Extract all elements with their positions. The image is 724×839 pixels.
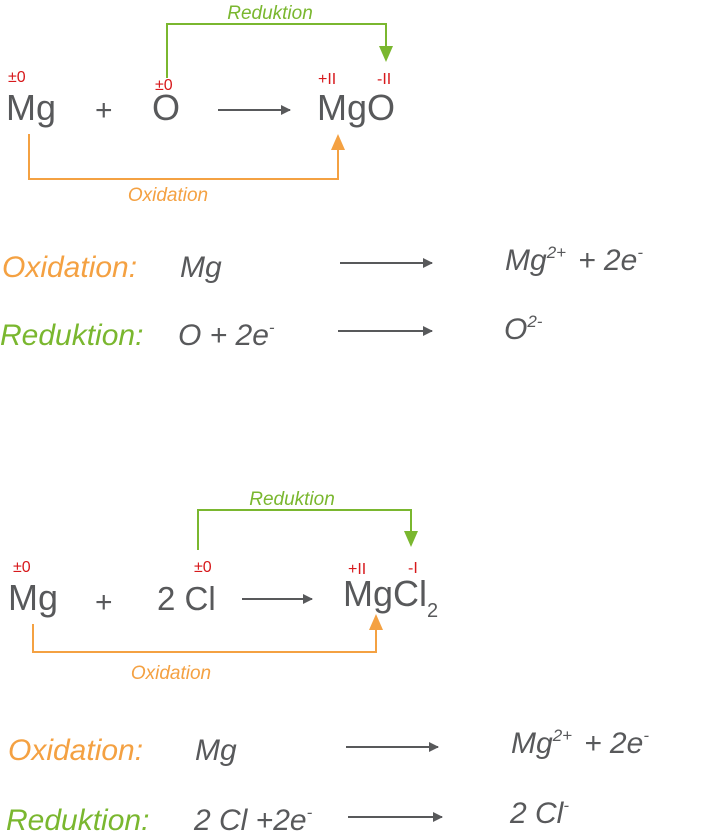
oxidation-halfreaction-left-2: Mg bbox=[195, 734, 237, 767]
reduktion-bracket-2 bbox=[197, 509, 418, 550]
oxidation-arrow-label-1: Oxidation bbox=[128, 185, 208, 206]
oxidation-state-cl-product-2: -I bbox=[408, 560, 418, 577]
reduktion-halfreaction-left-2: 2 Cl +2e- bbox=[193, 803, 313, 837]
oxidation-arrow-label-2: Oxidation bbox=[131, 663, 211, 684]
oxidation-bracket-1 bbox=[28, 134, 345, 180]
oxidation-state-o-product-1: -II bbox=[377, 71, 391, 88]
reactant-2cl: 2 Cl bbox=[157, 580, 216, 617]
reduktion-halfreaction-right-1: O2- bbox=[504, 312, 543, 346]
plus-sign-2: + bbox=[95, 586, 113, 619]
plus-sign-1: + bbox=[95, 94, 113, 127]
oxidation-state-mg-2: ±0 bbox=[13, 559, 31, 576]
reactant-mg-1: Mg bbox=[6, 87, 56, 128]
oxidation-state-mg-product-2: +II bbox=[348, 561, 366, 578]
oxidation-state-mg-product-1: +II bbox=[318, 71, 336, 88]
reduktion-halfreaction-right-2: 2 Cl- bbox=[509, 796, 569, 830]
oxidation-state-cl-2: ±0 bbox=[194, 559, 212, 576]
reduktion-halfreaction-left-1: O + 2e- bbox=[178, 318, 275, 352]
oxidation-state-o-1: ±0 bbox=[155, 77, 173, 94]
reduktion-halfreaction-label-1: Reduktion: bbox=[0, 319, 143, 352]
product-mgcl2: MgCl2 bbox=[343, 573, 438, 622]
oxidation-halfreaction-label-1: Oxidation: bbox=[2, 251, 137, 284]
reduktion-arrow-label-1: Reduktion bbox=[227, 3, 313, 24]
oxidation-halfreaction-label-2: Oxidation: bbox=[8, 734, 143, 767]
oxidation-halfreaction-left-1: Mg bbox=[180, 251, 222, 284]
oxidation-halfreaction-right-1: Mg2++ 2e- bbox=[505, 243, 643, 277]
product-mgo: MgO bbox=[317, 87, 395, 128]
oxidation-state-mg-1: ±0 bbox=[8, 69, 26, 86]
reactant-mg-2: Mg bbox=[8, 577, 58, 618]
reduktion-arrow-label-2: Reduktion bbox=[249, 489, 335, 510]
oxidation-bracket-2 bbox=[32, 614, 383, 653]
reduktion-halfreaction-label-2: Reduktion: bbox=[6, 804, 149, 837]
oxidation-halfreaction-right-2: Mg2++ 2e- bbox=[511, 726, 649, 760]
reactant-o-1: O bbox=[152, 87, 180, 128]
reduktion-bracket-1 bbox=[166, 23, 393, 78]
